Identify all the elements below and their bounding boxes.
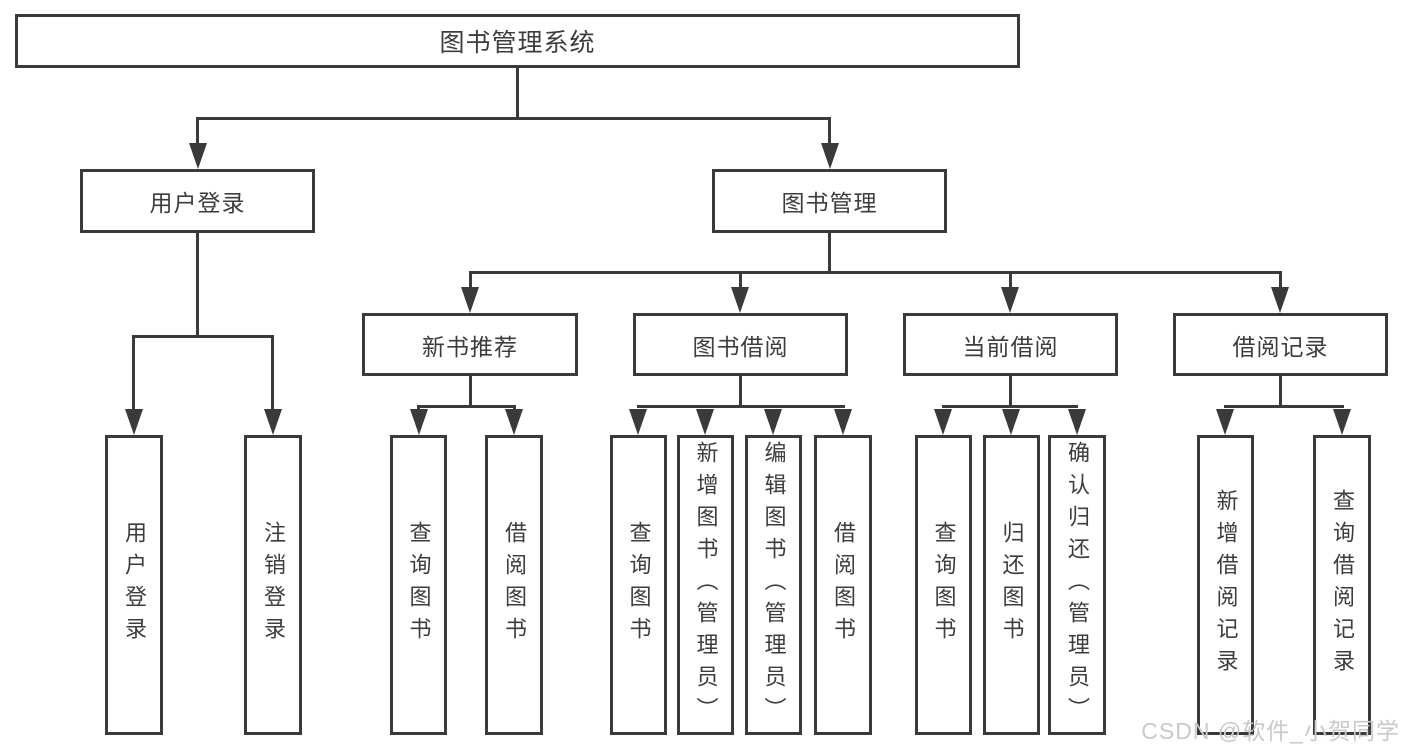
arrowhead-book-mgmt [821,143,839,169]
arrowhead-new-books [461,287,479,313]
edge-book-borrow-stem [739,376,742,405]
node-cb-confirm-return-admin: 确认归还（管理员） [1048,435,1106,735]
node-bb-add-books-admin: 新增图书（管理员） [677,435,734,735]
node-cb-confirm-return-admin-label: 确认归还（管理员） [1065,441,1090,729]
node-nb-borrow-books-label: 借阅图书 [502,521,527,649]
node-book-borrow: 图书借阅 [633,313,848,376]
edge-drop-logout [271,338,274,409]
node-bb-edit-books-admin-label: 编辑图书（管理员） [761,441,787,729]
node-book-mgmt: 图书管理 [712,169,947,233]
node-new-books: 新书推荐 [362,313,578,376]
arrowhead-nb-query [410,409,428,435]
edge-drop-nb-query [417,405,420,409]
arrowhead-cb-confirm [1068,409,1086,435]
arrowhead-logout [264,409,282,435]
arrowhead-borrow-records [1271,287,1289,313]
arrowhead-bb-query [629,409,647,435]
node-bb-query-books-label: 查询图书 [626,521,652,649]
edge-drop-borrow-records [1279,274,1282,287]
arrowhead-nb-borrow [505,409,523,435]
node-bb-query-books: 查询图书 [610,435,667,735]
edge-current-borrow-branch [942,405,1078,408]
node-nb-query-books: 查询图书 [390,435,447,735]
node-br-query-record: 查询借阅记录 [1313,435,1371,735]
node-current-borrow: 当前借阅 [903,313,1118,376]
edge-drop-book-borrow [739,274,742,287]
edge-new-books-stem [469,376,472,405]
node-nb-borrow-books: 借阅图书 [485,435,543,735]
node-login: 用户登录 [105,435,163,735]
edge-drop-new-books [469,274,472,287]
arrowhead-current-borrow [1001,287,1019,313]
node-bb-edit-books-admin: 编辑图书（管理员） [745,435,802,735]
watermark: CSDN @软件_小贺同学 [1141,718,1400,744]
node-root: 图书管理系统 [15,14,1020,68]
node-bb-borrow-books: 借阅图书 [814,435,872,735]
edge-user-login-stem [196,233,199,335]
edge-book-borrow-branch [637,405,845,408]
node-cb-query-books-label: 查询图书 [931,521,957,649]
edge-book-mgmt-stem [828,233,831,271]
arrowhead-bb-borrow [834,409,852,435]
edge-borrow-records-stem [1279,376,1282,405]
edge-current-borrow-stem [1009,376,1012,405]
arrowhead-bb-add [696,409,714,435]
edge-drop-login [132,338,135,409]
edge-borrow-records-branch [1224,405,1344,408]
node-bb-add-books-admin-label: 新增图书（管理员） [693,441,719,729]
node-borrow-records: 借阅记录 [1173,313,1388,376]
node-bb-borrow-books-label: 借阅图书 [831,521,856,649]
arrowhead-user-login [189,143,207,169]
node-br-add-record: 新增借阅记录 [1197,435,1254,735]
edge-drop-user-login [196,120,199,143]
edge-book-mgmt-branch [469,271,1282,274]
arrowhead-br-query [1333,409,1351,435]
edge-new-books-branch [417,405,516,408]
arrowhead-bb-edit [764,409,782,435]
node-logout-label: 注销登录 [261,521,286,649]
arrowhead-cb-return [1002,409,1020,435]
node-user-login: 用户登录 [80,169,315,233]
node-cb-query-books: 查询图书 [915,435,972,735]
edge-root-stem [516,68,519,117]
node-br-add-record-label: 新增借阅记录 [1213,489,1239,681]
arrowhead-book-borrow [731,287,749,313]
edge-drop-book-mgmt [828,120,831,143]
arrowhead-cb-query [934,409,952,435]
node-cb-return-books-label: 归还图书 [999,521,1025,649]
edge-user-login-branch [132,335,274,338]
arrowhead-login [125,409,143,435]
node-br-query-record-label: 查询借阅记录 [1330,489,1355,681]
node-cb-return-books: 归还图书 [983,435,1040,735]
node-logout: 注销登录 [244,435,302,735]
node-login-label: 用户登录 [122,521,147,649]
edge-root-branch [196,117,831,120]
node-nb-query-books-label: 查询图书 [406,521,432,649]
edge-drop-current-borrow [1009,274,1012,287]
edge-drop-nb-borrow [513,405,516,409]
arrowhead-br-add [1216,409,1234,435]
